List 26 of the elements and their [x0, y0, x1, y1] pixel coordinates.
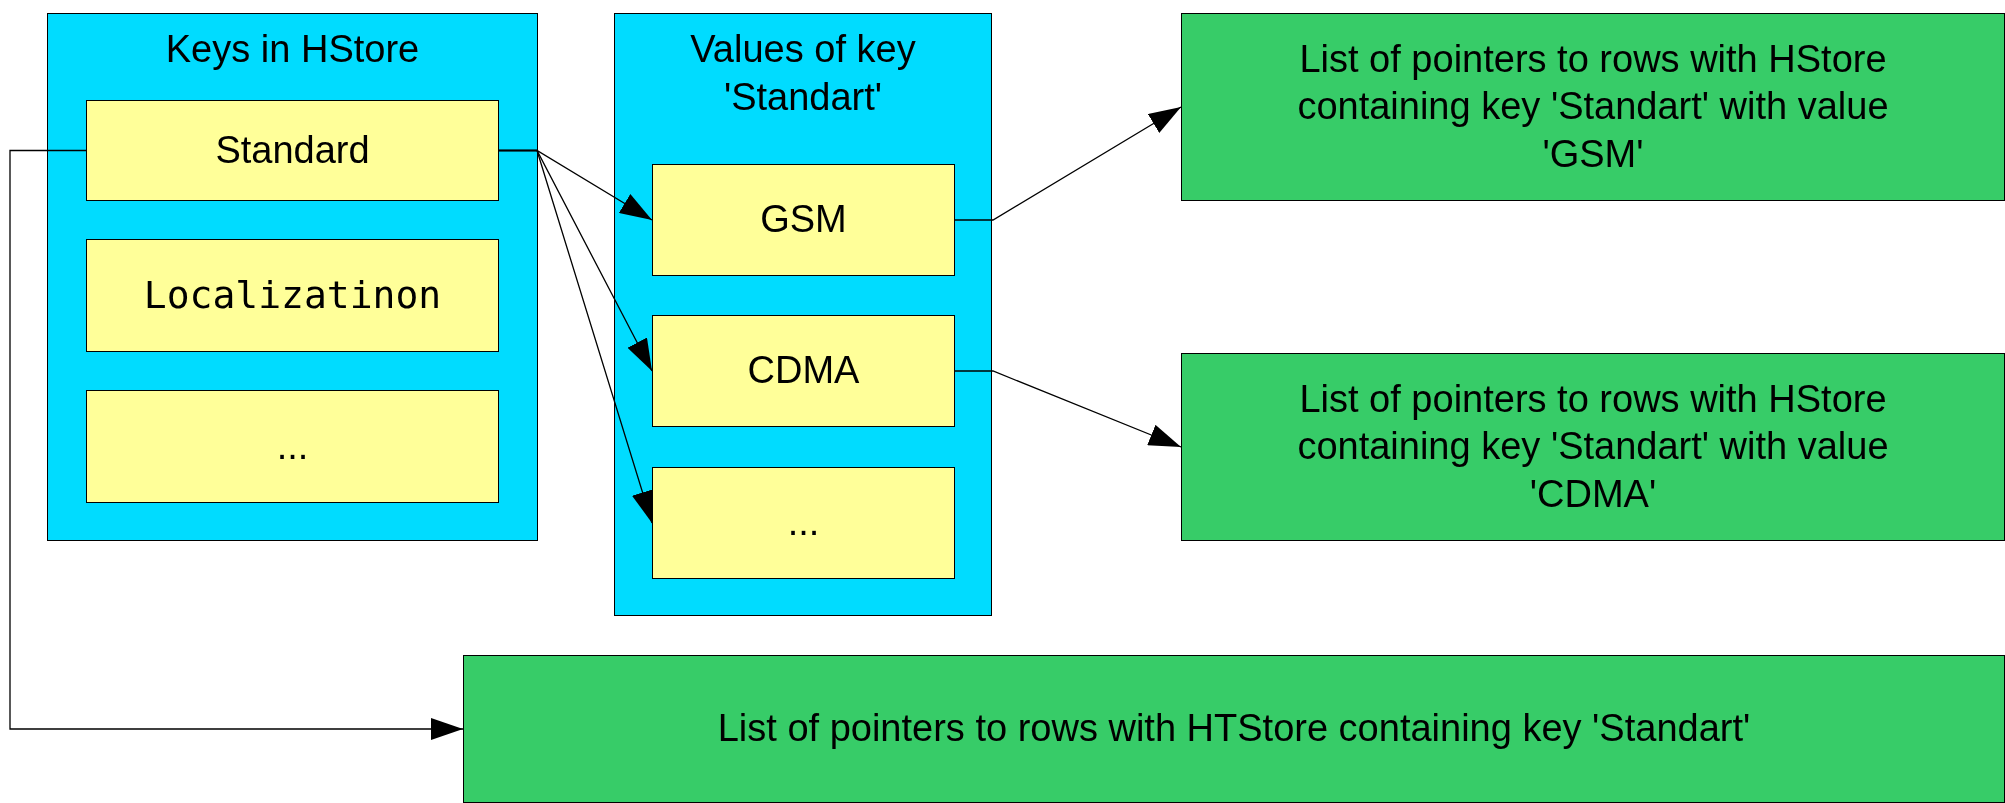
group-panel: [614, 13, 992, 616]
value-box: [86, 100, 499, 201]
list-box: [463, 655, 2005, 803]
box-label: GSM: [760, 197, 847, 243]
arrow: [498, 149, 654, 524]
arrow: [9, 149, 464, 740]
arrow: [954, 106, 1182, 221]
box-label: ...: [276, 423, 309, 469]
box-label: List of pointers to rows with HTStore containing key 'Standart': [717, 706, 1751, 752]
value-box: [652, 315, 955, 427]
value-box: [86, 390, 499, 503]
arrow: [954, 370, 1182, 448]
value-box: [86, 239, 499, 352]
list-box: [1181, 353, 2005, 541]
value-box: [652, 164, 955, 276]
box-label: Standard: [215, 127, 370, 173]
list-box: [1181, 13, 2005, 201]
box-label: CDMA: [747, 348, 860, 394]
panel-title: Keys in HStore: [164, 27, 421, 72]
box-label: Localizatinon: [143, 271, 442, 319]
box-label: List of pointers to rows with HStore containing key 'Standart' with value 'CDMA': [1296, 376, 1890, 517]
panel-title: Values of key 'Standart': [689, 27, 917, 120]
box-label: List of pointers to rows with HStore containing key 'Standart' with value 'GSM': [1296, 36, 1890, 177]
box-label: ...: [787, 500, 820, 546]
group-panel: [47, 13, 538, 541]
value-box: [652, 467, 955, 579]
